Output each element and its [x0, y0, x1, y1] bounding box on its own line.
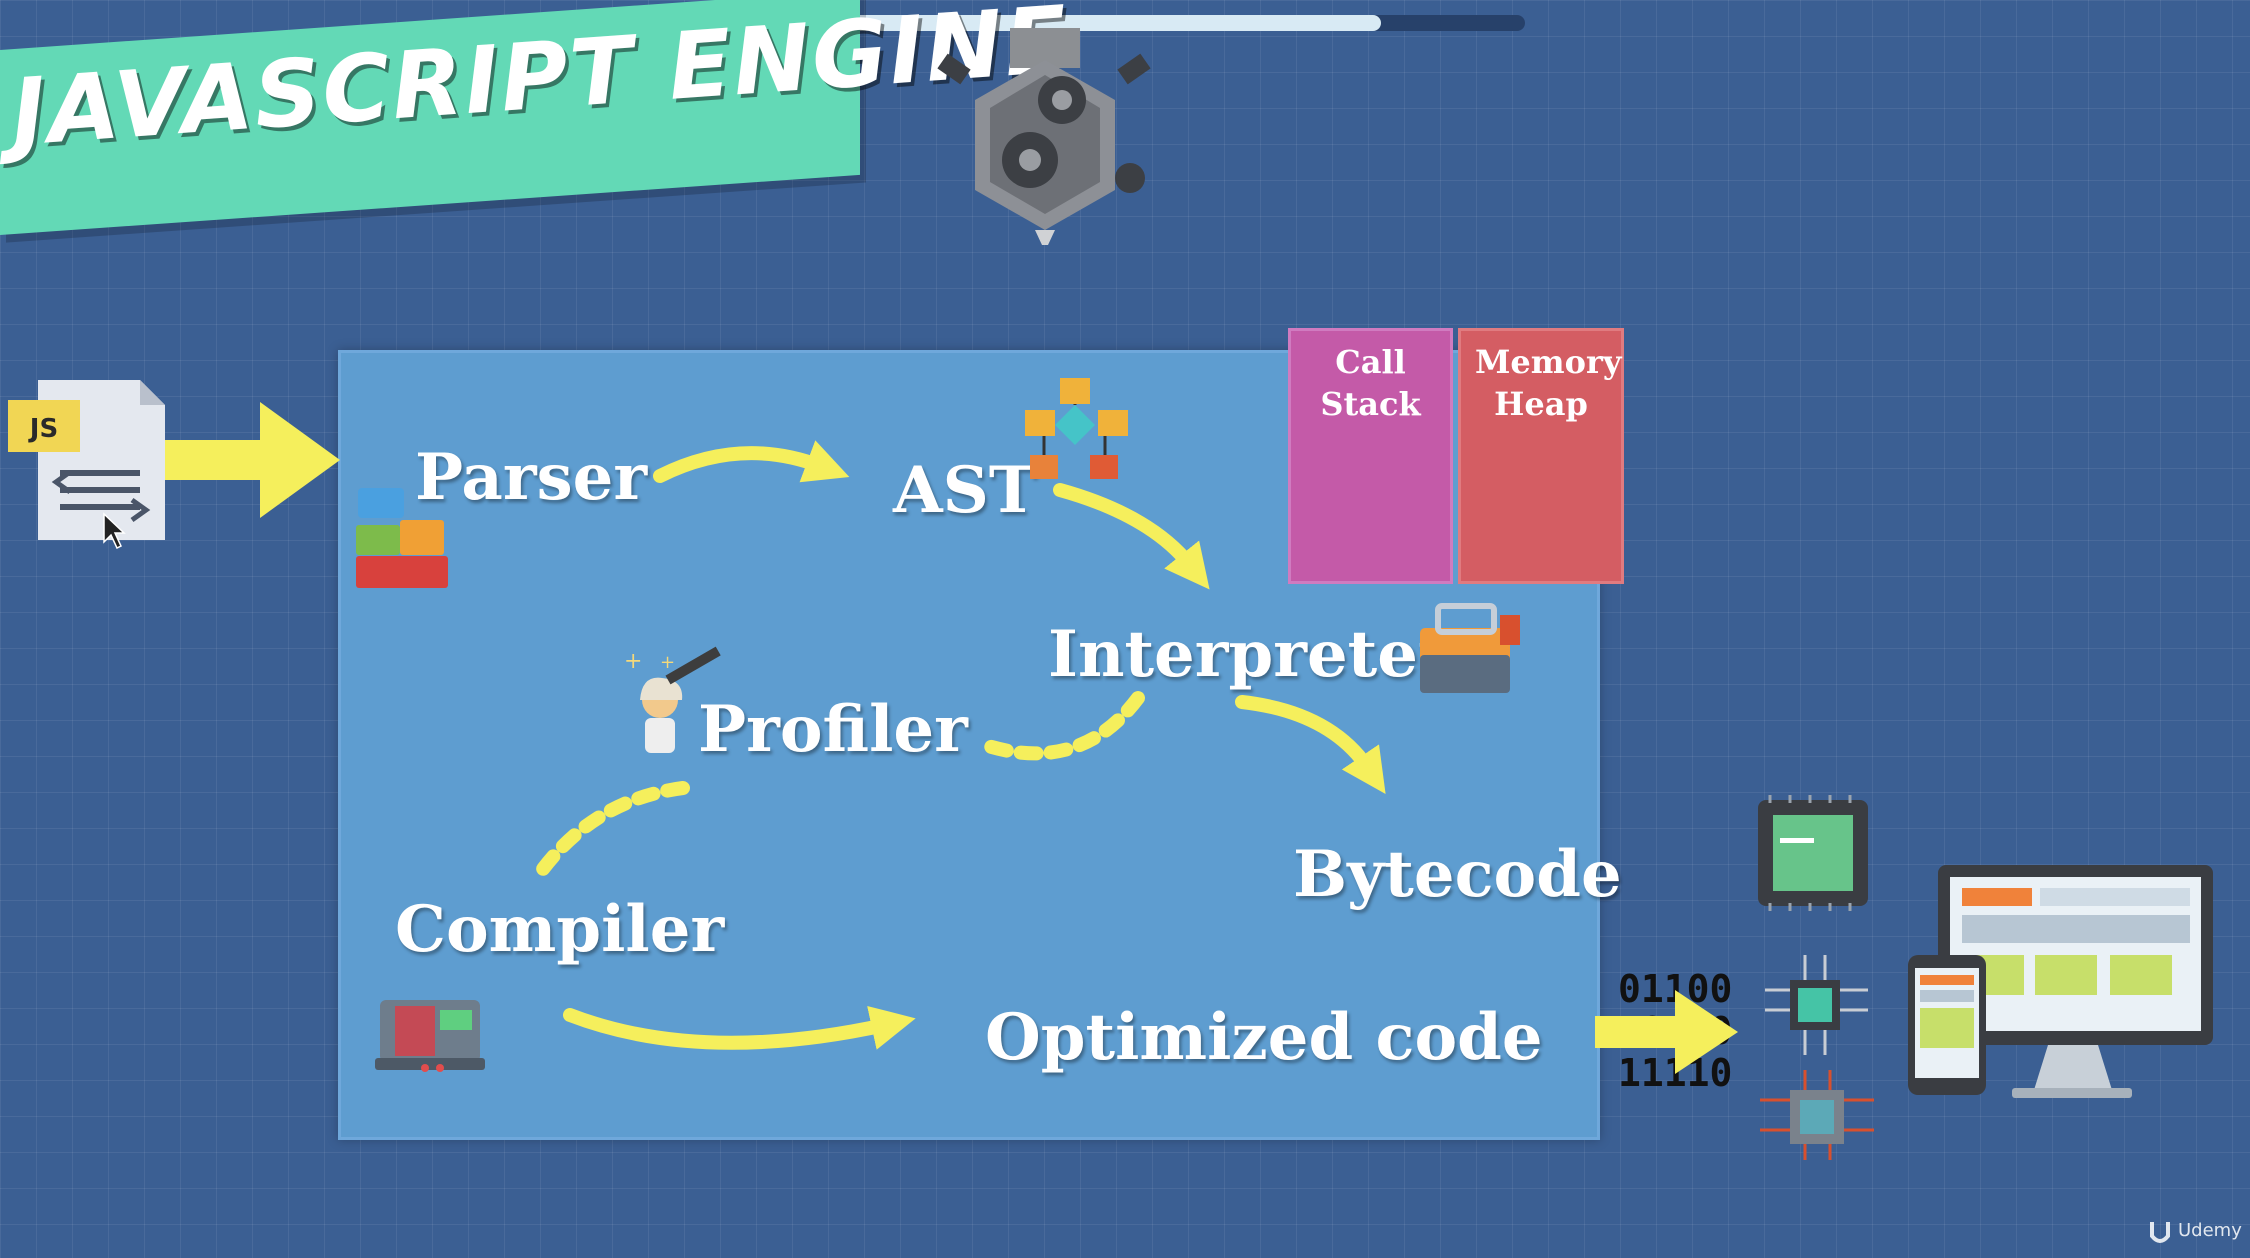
cursor-icon [103, 512, 126, 550]
compiler-label: Compiler [395, 892, 725, 967]
tree-icon [1025, 378, 1128, 479]
arrow-compiler-to-optimized [563, 1005, 916, 1050]
arrow-interpreter-to-bytecode [1235, 695, 1386, 794]
computer-icon [1938, 865, 2213, 1098]
memory-heap-block: Memory Heap [1458, 328, 1624, 584]
parser-label: Parser [415, 440, 648, 515]
js-badge: JS [28, 414, 58, 444]
udemy-logo-icon [2150, 1222, 2170, 1243]
machine-icon [375, 1000, 485, 1072]
input-arrow [165, 402, 340, 518]
arrow-ast-to-interpreter [1053, 483, 1210, 590]
chip-icon [1765, 955, 1868, 1055]
optimized-code-label: Optimized code [985, 1000, 1543, 1075]
ast-label: AST [893, 453, 1037, 528]
svg-text:+: + [660, 652, 675, 673]
scientist-icon: + + [624, 646, 721, 753]
dotted-profiler-to-compiler [528, 781, 690, 887]
output-arrow [1595, 990, 1738, 1074]
engine-icon [937, 28, 1151, 245]
udemy-watermark: Udemy [2178, 1220, 2242, 1241]
phone-icon [1908, 955, 1986, 1095]
arrow-parser-to-ast [653, 440, 850, 483]
dotted-interpreter-to-profiler [978, 691, 1145, 761]
flow-arrows [528, 440, 1386, 1050]
toolbox-icon [1420, 603, 1520, 693]
chip-icon [1758, 795, 1868, 911]
svg-text:+: + [624, 649, 642, 674]
video-progress-bar[interactable] [725, 15, 1525, 31]
interpreter-label: Interpreter [1048, 617, 1452, 692]
js-file-icon: JS [8, 380, 165, 540]
blocks-icon [356, 488, 448, 588]
profiler-label: Profiler [698, 692, 968, 767]
video-progress-fill [725, 15, 1381, 31]
bytecode-label: Bytecode [1293, 837, 1622, 912]
call-stack-block: Call Stack [1288, 328, 1453, 584]
chip-icon [1760, 1070, 1874, 1160]
